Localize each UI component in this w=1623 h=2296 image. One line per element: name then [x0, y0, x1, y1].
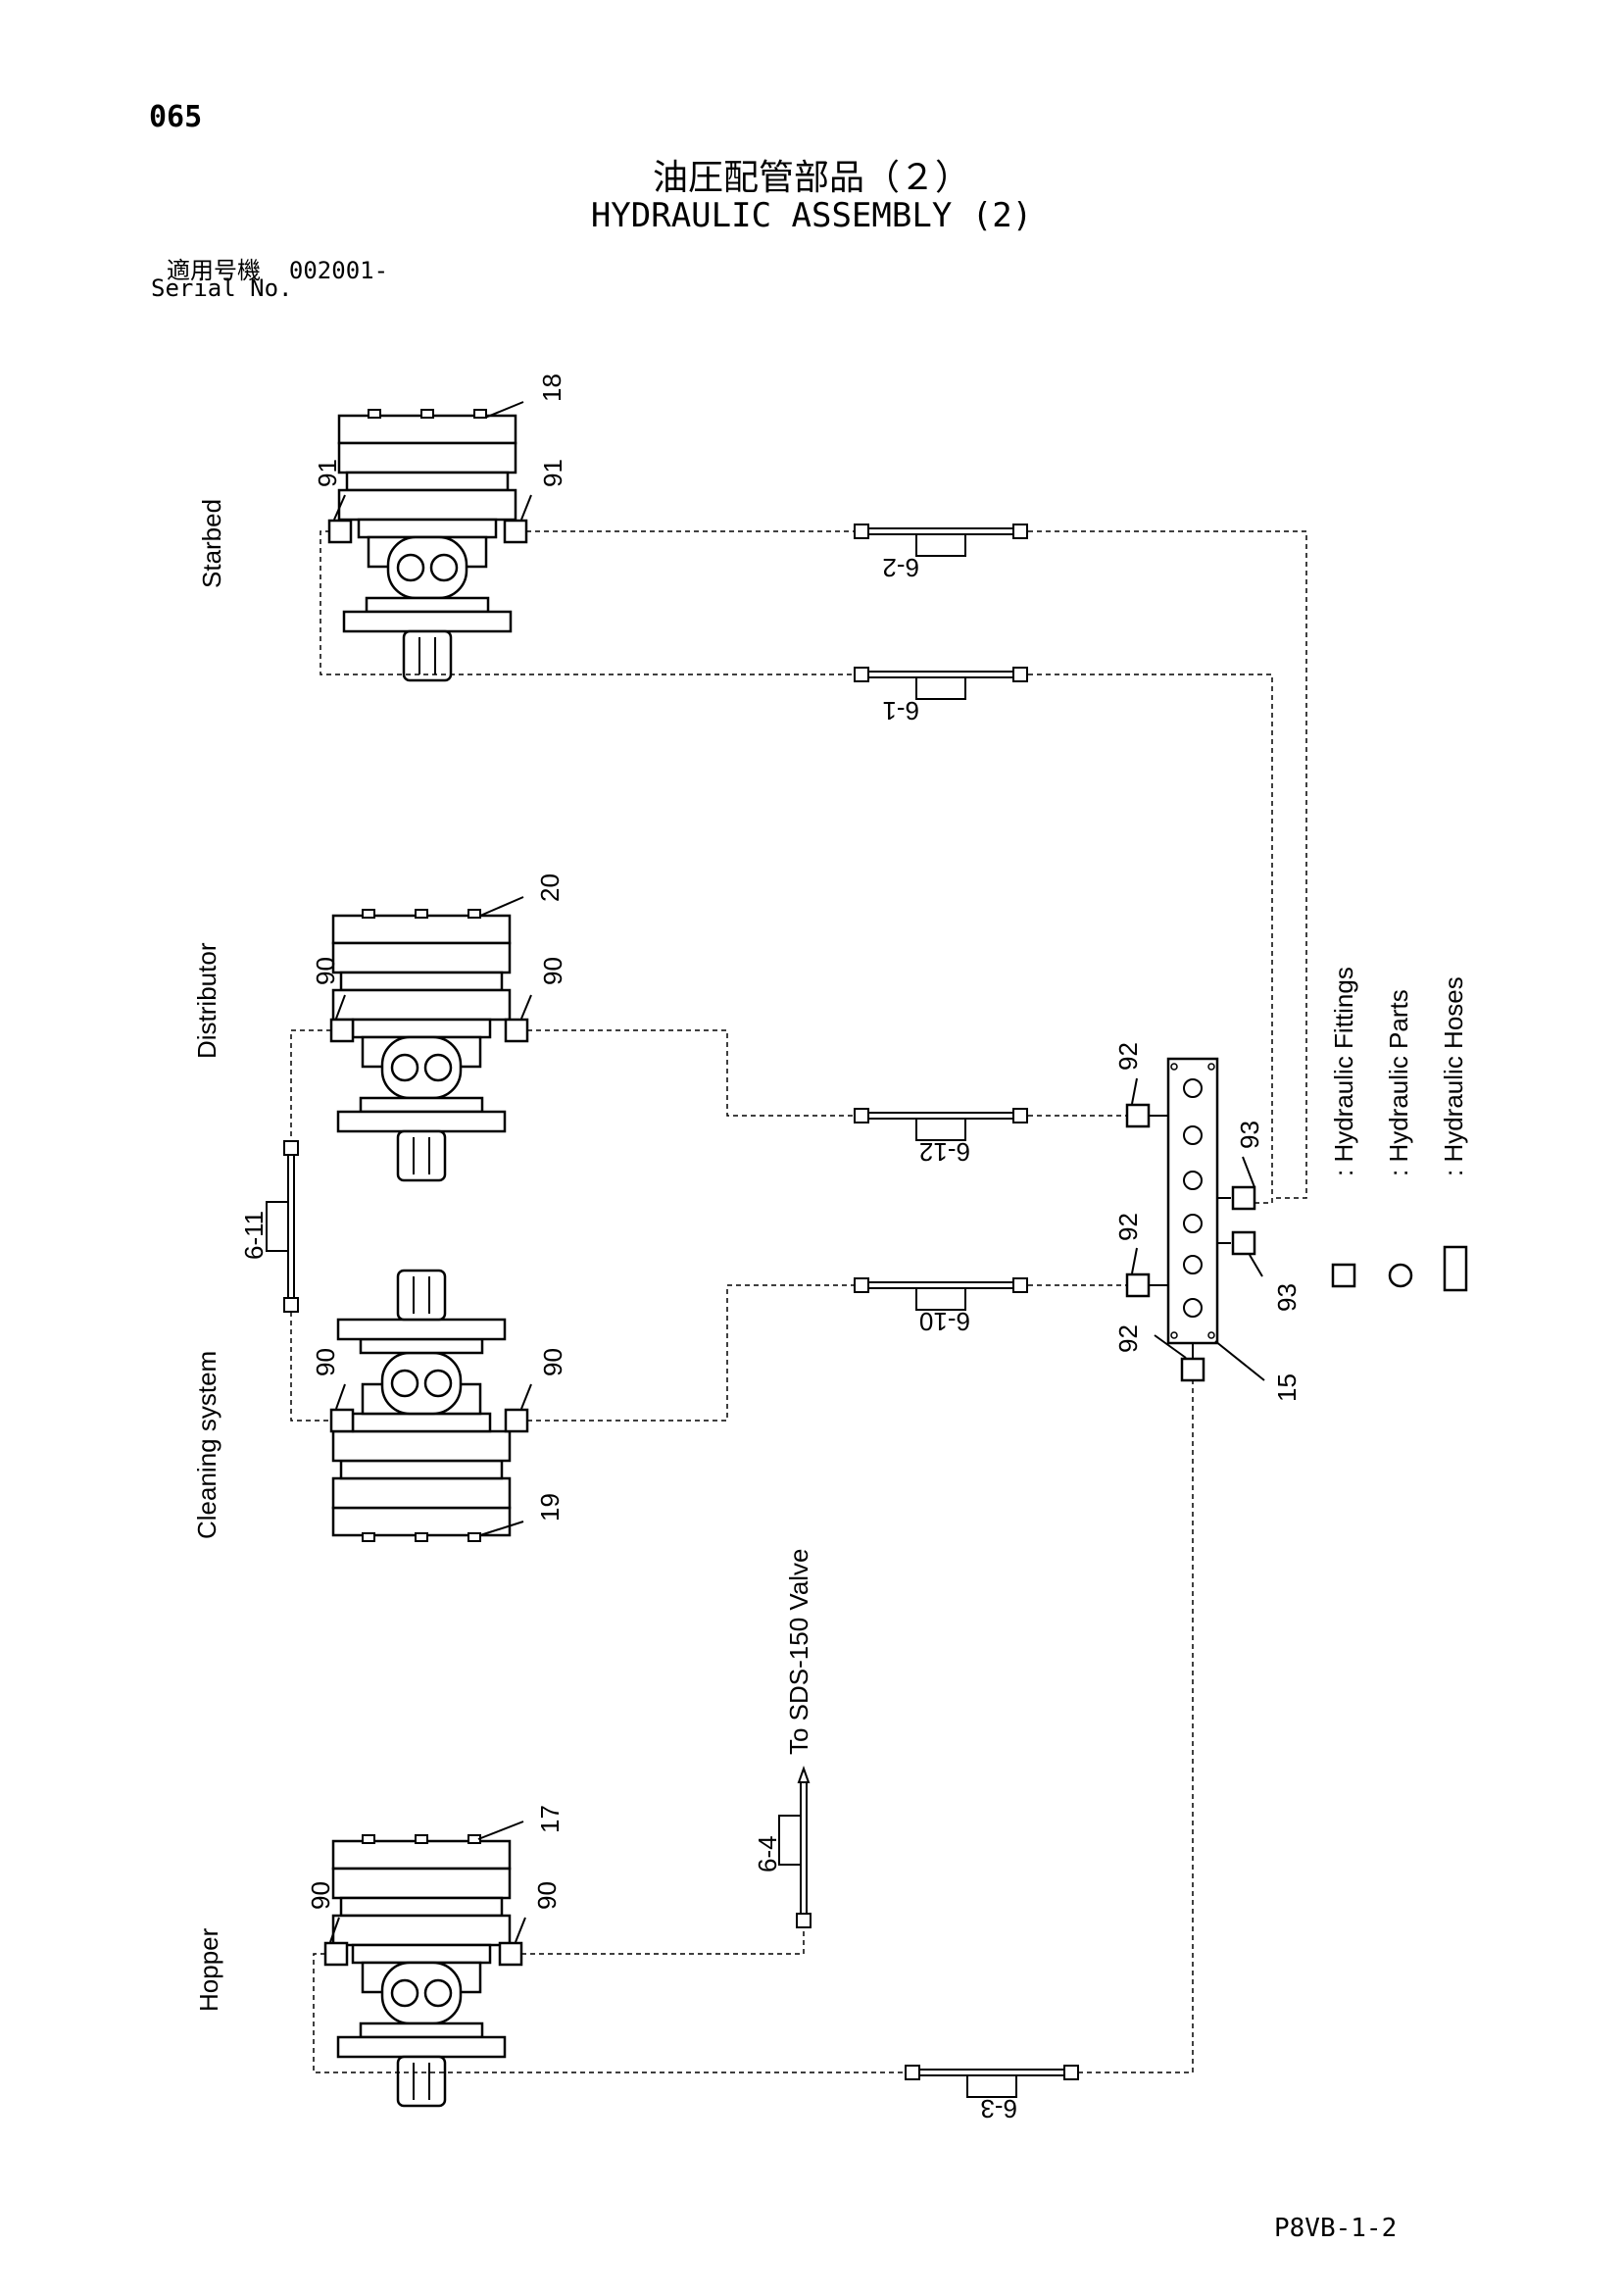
cleaning-system-motor: [331, 1269, 512, 1543]
hopper-group: Hopper 90 90 17 6-3: [194, 1380, 1194, 2123]
manifold-block: [1166, 1057, 1219, 1345]
starbed-group: Starbed 91 91 18 6-2 6-1: [197, 374, 1307, 1204]
label-20: 20: [535, 873, 565, 902]
hose-6-3: [905, 2065, 1079, 2098]
label-hose-6-2: 6-2: [882, 553, 919, 582]
fitting-92-middle: [1125, 1273, 1151, 1298]
fitting-91-right: [503, 519, 528, 544]
distributor-motor: [331, 908, 512, 1182]
title-english: HYDRAULIC ASSEMBLY (2): [590, 196, 1033, 235]
to-valve-annotation: To SDS-150 Valve: [784, 1548, 813, 1755]
label-hose-6-4: 6-4: [753, 1835, 782, 1872]
fitting-90-distributor-left: [329, 1018, 355, 1043]
label-92-lower: 92: [1113, 1324, 1143, 1353]
label-19: 19: [535, 1493, 565, 1522]
fitting-90-hopper-left: [323, 1941, 349, 1967]
section-label-distributor: Distributor: [192, 942, 221, 1059]
serial-label-japanese: 適用号機 002001-: [167, 251, 388, 285]
fitting-90-cleaning-left: [329, 1408, 355, 1433]
label-90-distributor-left: 90: [311, 957, 340, 985]
legend-part-symbol: [1388, 1263, 1413, 1288]
legend-fittings-text: : Hydraulic Fittings: [1329, 967, 1358, 1176]
label-91-right: 91: [538, 459, 567, 487]
legend-hoses-text: : Hydraulic Hoses: [1439, 976, 1468, 1176]
hose-6-1: [854, 667, 1028, 700]
label-90-distributor-right: 90: [538, 957, 567, 985]
label-hose-6-10: 6-10: [919, 1307, 970, 1336]
label-90-hopper-left: 90: [306, 1881, 335, 1910]
label-17: 17: [535, 1805, 565, 1833]
legend-hose-symbol: [1443, 1245, 1468, 1292]
legend-fitting-symbol: [1331, 1263, 1356, 1288]
hose-6-4: 6-4: [753, 1766, 812, 1928]
cleaning-system-group: Cleaning system 90 90 19 6-10: [192, 1269, 1127, 1543]
serial-label-english: Serial No.: [151, 275, 293, 302]
document-code: P8VB-1-2: [1274, 2214, 1398, 2243]
label-90-hopper-right: 90: [532, 1881, 562, 1910]
fitting-92-lower: [1180, 1357, 1205, 1382]
serial-value: 002001-: [288, 257, 389, 284]
hose-6-11: 6-11: [239, 1140, 299, 1313]
page-number: 065: [149, 100, 203, 134]
legend-parts-text: : Hydraulic Parts: [1384, 989, 1413, 1176]
label-92-middle: 92: [1113, 1213, 1143, 1241]
hose-6-10: [854, 1277, 1028, 1311]
section-label-starbed: Starbed: [197, 499, 226, 588]
label-92-upper: 92: [1113, 1042, 1143, 1071]
section-label-cleaning-system: Cleaning system: [192, 1351, 221, 1539]
label-18: 18: [537, 374, 566, 402]
hose-6-12: [854, 1108, 1028, 1141]
hose-6-2: [854, 524, 1028, 557]
title-japanese: 油圧配管部品（２）: [652, 158, 970, 198]
fitting-90-hopper-right: [498, 1941, 523, 1967]
label-hose-6-12: 6-12: [919, 1137, 970, 1167]
starbed-motor: [337, 408, 517, 682]
manifold-15: 15: [1149, 1057, 1302, 1402]
legend: : Hydraulic Fittings : Hydraulic Parts :…: [1329, 967, 1468, 1292]
fitting-91-left: [327, 519, 353, 544]
label-93-upper: 93: [1235, 1121, 1264, 1149]
label-hose-6-3: 6-3: [980, 2094, 1017, 2123]
distributor-group: Distributor 90 90 20 6-12: [192, 873, 1127, 1182]
label-93-lower: 93: [1272, 1283, 1302, 1312]
serial-label-jp-text: 適用号機: [167, 257, 261, 284]
hopper-motor: [331, 1833, 512, 2108]
fitting-90-distributor-right: [504, 1018, 529, 1043]
fitting-92-upper: [1125, 1103, 1151, 1128]
fitting-90-cleaning-right: [504, 1408, 529, 1433]
label-91-left: 91: [313, 459, 342, 487]
label-90-cleaning-right: 90: [538, 1348, 567, 1376]
label-90-cleaning-left: 90: [311, 1348, 340, 1376]
section-label-hopper: Hopper: [194, 1927, 223, 2012]
fitting-93-lower: [1231, 1230, 1256, 1256]
label-hose-6-1: 6-1: [882, 696, 919, 725]
label-hose-6-11: 6-11: [239, 1211, 269, 1260]
label-15: 15: [1272, 1373, 1302, 1402]
fitting-93-upper: [1231, 1185, 1256, 1211]
